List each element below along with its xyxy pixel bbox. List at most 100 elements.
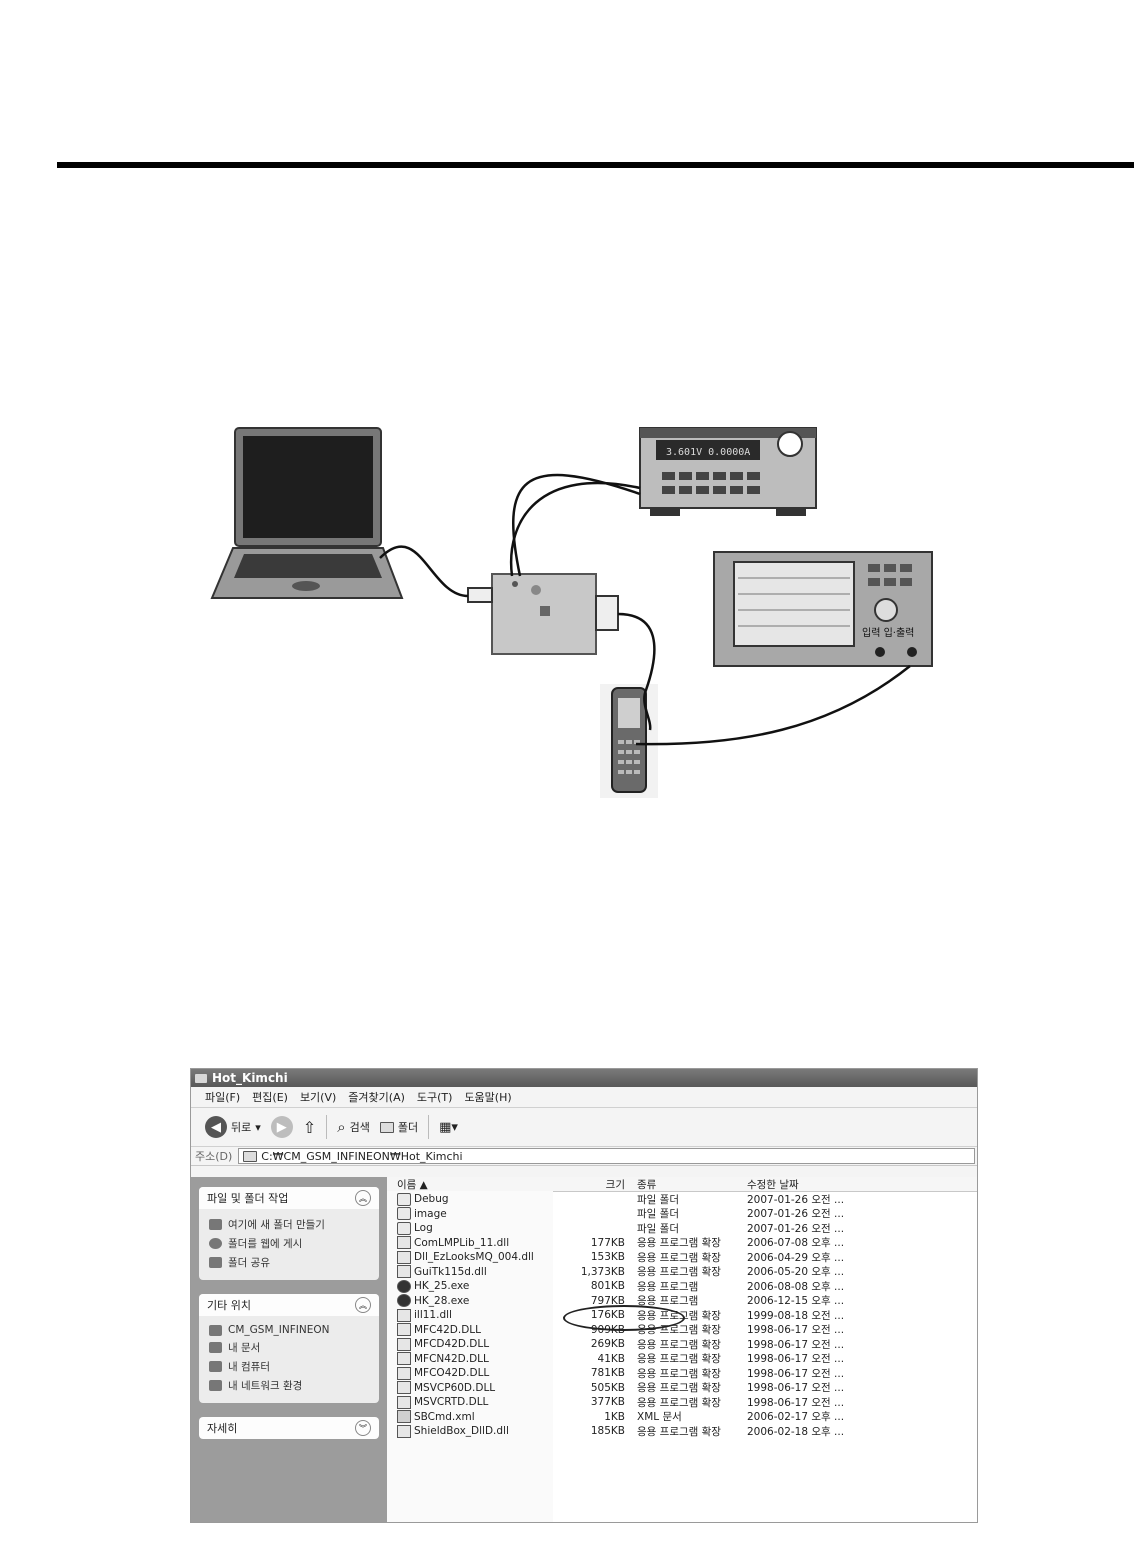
toolbar: ◀ 뒤로 ▾ ▶ ⇧ ⌕ 검색 폴더 ▦▾	[191, 1108, 977, 1147]
dll-file-icon	[397, 1250, 411, 1264]
file-modified: 2006-12-15 오후 ...	[747, 1295, 845, 1308]
view-mode-icon[interactable]: ▦▾	[439, 1119, 458, 1135]
panel-details: 자세히 ︾	[199, 1417, 379, 1439]
panel-header[interactable]: 파일 및 폴더 작업 ︽	[199, 1187, 379, 1209]
file-modified: 1998-06-17 오전 ...	[747, 1324, 845, 1337]
file-size: 153KB	[590, 1251, 625, 1264]
globe-icon	[209, 1238, 222, 1249]
panel-other-places: 기타 위치 ︽ CM_GSM_INFINEON 내 문서 내 컴퓨터 내 네트워…	[199, 1294, 379, 1403]
file-name: HK_28.exe	[414, 1294, 470, 1307]
up-folder-icon[interactable]: ⇧	[302, 1117, 317, 1137]
menu-help[interactable]: 도움말(H)	[464, 1091, 512, 1104]
file-size: 505KB	[590, 1381, 625, 1394]
exe-file-icon	[397, 1294, 411, 1308]
task-share-folder[interactable]: 폴더 공유	[199, 1253, 379, 1272]
menu-view[interactable]: 보기(V)	[299, 1091, 337, 1104]
documents-icon	[209, 1342, 222, 1353]
place-cm-gsm-infineon[interactable]: CM_GSM_INFINEON	[199, 1322, 379, 1338]
file-name: ShieldBox_DllD.dll	[414, 1425, 509, 1438]
power-supply-image: 3.601V 0.0000A	[639, 427, 817, 516]
rf-tester-port-labels: 입력 입·출력	[862, 626, 914, 639]
collapse-icon[interactable]: ︽	[355, 1190, 371, 1206]
file-size: 269KB	[590, 1338, 625, 1351]
share-folder-icon	[209, 1257, 222, 1268]
column-modified[interactable]: 수정한 날짜	[747, 1179, 799, 1191]
file-modified: 2006-02-17 오후 ...	[747, 1411, 845, 1424]
file-name: GuiTk115d.dll	[414, 1265, 487, 1278]
collapse-icon[interactable]: ︽	[355, 1297, 371, 1313]
mobile-phone-image	[600, 684, 658, 798]
task-pane: 파일 및 폴더 작업 ︽ 여기에 새 폴더 만들기 폴더를 웹에 게시 폴더 공…	[191, 1177, 387, 1522]
expand-icon[interactable]: ︾	[355, 1420, 371, 1436]
task-new-folder[interactable]: 여기에 새 폴더 만들기	[199, 1215, 379, 1234]
toolbar-separator	[326, 1115, 328, 1139]
file-type: 파일 폴더	[637, 1193, 679, 1206]
column-name[interactable]: 이름 ▲	[397, 1179, 428, 1191]
file-type: 파일 폴더	[637, 1222, 679, 1235]
folder-file-icon	[397, 1207, 411, 1221]
place-my-computer[interactable]: 내 컴퓨터	[199, 1357, 379, 1376]
file-type: 응용 프로그램 확장	[637, 1338, 721, 1351]
file-type: 파일 폴더	[637, 1208, 679, 1221]
address-bar: 주소(D) C:₩CM_GSM_INFINEON₩Hot_Kimchi	[191, 1147, 977, 1166]
menu-favorites[interactable]: 즐겨찾기(A)	[348, 1091, 405, 1104]
forward-arrow-icon[interactable]: ▶	[270, 1116, 293, 1138]
menu-file[interactable]: 파일(F)	[205, 1091, 241, 1104]
file-type: 응용 프로그램 확장	[637, 1396, 721, 1409]
panel-header[interactable]: 기타 위치 ︽	[199, 1294, 379, 1316]
chevron-down-icon[interactable]: ▾	[255, 1120, 261, 1134]
file-type: 응용 프로그램 확장	[637, 1353, 721, 1366]
search-button[interactable]: ⌕ 검색	[337, 1118, 370, 1136]
folder-icon	[195, 1073, 207, 1083]
file-modified: 1999-08-18 오전 ...	[747, 1309, 845, 1322]
file-type: 응용 프로그램 확장	[637, 1237, 721, 1250]
file-size: 185KB	[590, 1425, 625, 1438]
file-modified: 2006-05-20 오후 ...	[747, 1266, 845, 1279]
file-size: 801KB	[590, 1280, 625, 1293]
menu-edit[interactable]: 편집(E)	[252, 1091, 288, 1104]
back-button[interactable]: ◀ 뒤로 ▾	[205, 1116, 261, 1138]
dll-file-icon	[397, 1395, 411, 1409]
column-type[interactable]: 종류	[637, 1179, 657, 1191]
folder-file-icon	[397, 1192, 411, 1206]
file-modified: 2006-07-08 오후 ...	[747, 1237, 845, 1250]
file-modified: 1998-06-17 오전 ...	[747, 1367, 845, 1380]
file-name: MSVCRTD.DLL	[414, 1396, 489, 1409]
file-name: Debug	[414, 1193, 449, 1206]
task-publish-web[interactable]: 폴더를 웹에 게시	[199, 1234, 379, 1253]
address-field[interactable]: C:₩CM_GSM_INFINEON₩Hot_Kimchi	[238, 1148, 975, 1164]
panel-header[interactable]: 자세히 ︾	[199, 1417, 379, 1439]
folders-label: 폴더	[397, 1121, 419, 1134]
place-my-network[interactable]: 내 네트워크 환경	[199, 1376, 379, 1395]
dll-file-icon	[397, 1308, 411, 1322]
folders-button[interactable]: 폴더	[379, 1119, 419, 1135]
file-name: MFCO42D.DLL	[414, 1367, 490, 1380]
address-label: 주소(D)	[195, 1150, 233, 1163]
place-my-documents[interactable]: 내 문서	[199, 1338, 379, 1357]
menu-bar: 파일(F) 편집(E) 보기(V) 즐겨찾기(A) 도구(T) 도움말(H)	[191, 1087, 977, 1108]
dll-file-icon	[397, 1366, 411, 1380]
rf-tester-image: 입력 입·출력	[713, 551, 933, 667]
menu-tools[interactable]: 도구(T)	[416, 1091, 453, 1104]
file-modified: 2007-01-26 오전 ...	[747, 1222, 845, 1235]
dll-file-icon	[397, 1352, 411, 1366]
title-bar: Hot_Kimchi	[191, 1069, 977, 1087]
column-size[interactable]: 크기	[605, 1179, 625, 1191]
